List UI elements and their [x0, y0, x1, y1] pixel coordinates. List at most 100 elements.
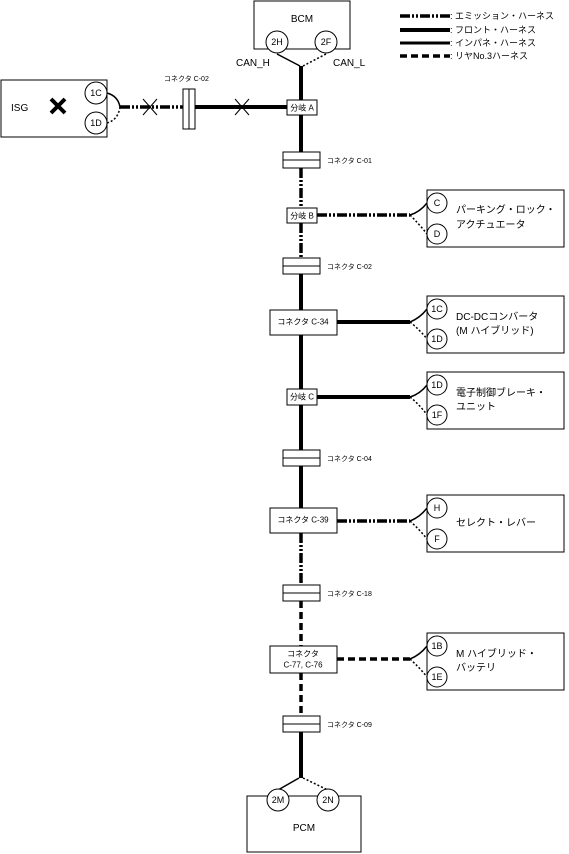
- can-l-label: CAN_L: [333, 58, 366, 69]
- brake-pin-1d: [426, 374, 448, 396]
- pcm-can-h-wire: [277, 777, 300, 791]
- isg-pin-1d-label: 1D: [90, 118, 102, 128]
- tap-a-box: [286, 99, 318, 116]
- select-label-line1: セレクト・レバー: [456, 517, 536, 529]
- parking-label-line2: アクチュエータ: [456, 219, 526, 231]
- connector-c02-top: [282, 257, 321, 267]
- legend-emission-label: : エミッション・ハーネス: [450, 11, 554, 21]
- dcdc-converter: 1C 1D DC-DCコンバータ (M ハイブリッド): [426, 295, 565, 354]
- pcm-can-l-wire: [302, 777, 329, 791]
- isg-connector-right: [188, 88, 196, 130]
- legend-front-label: : フロント・ハーネス: [450, 25, 536, 35]
- connector-c09-bottom: [282, 723, 321, 733]
- connector-c04-top: [282, 449, 321, 459]
- connector-c04: コネクタ C-04: [282, 449, 372, 467]
- tap-b: 分岐 B: [286, 202, 428, 235]
- pcm-pin-2n: [316, 788, 340, 812]
- brake-wire-1f: [409, 396, 428, 416]
- bcm-pin-2h-label: 2H: [271, 37, 283, 47]
- isg-fault-x-icon: [49, 97, 67, 115]
- dcdc-pin-1d-label: 1D: [431, 334, 443, 344]
- legend: : エミッション・ハーネス : フロント・ハーネス : インパネ・ハーネス : …: [400, 11, 554, 61]
- connector-c04-label: コネクタ C-04: [327, 454, 372, 463]
- connector-c18-top: [282, 584, 321, 594]
- battery-label-line1: M ハイブリッド・: [456, 647, 537, 660]
- select-pin-f: [426, 528, 448, 550]
- connector-c34-box: [269, 309, 338, 336]
- battery-pin-1b: [426, 635, 448, 657]
- connector-c77-label-line1: コネクタ: [287, 650, 319, 659]
- select-lever-box: [426, 494, 565, 553]
- connector-c02-bottom: [282, 265, 321, 275]
- connector-c34-label: コネクタ C-34: [277, 318, 329, 327]
- main-bus: [276, 53, 329, 791]
- dcdc-label-line2: (M ハイブリッド): [456, 324, 534, 337]
- select-pin-h-label: H: [434, 503, 441, 513]
- tap-c-label: 分岐 C: [290, 392, 314, 402]
- bcm-pin-2h: [265, 30, 289, 54]
- isg-label: ISG: [11, 103, 28, 114]
- parking-lock-actuator: C D パーキング・ロック・ アクチュエータ: [426, 189, 565, 248]
- dcdc-wire-1c: [409, 308, 428, 323]
- connector-c39-label: コネクタ C-39: [277, 516, 329, 525]
- legend-rear-label: : リヤNo.3ハーネス: [450, 51, 528, 61]
- brake-pin-1d-label: 1D: [431, 380, 443, 390]
- hybrid-battery-box: [426, 632, 565, 691]
- connector-c01-top: [282, 151, 321, 161]
- connector-c02-label: コネクタ C-02: [327, 262, 372, 271]
- tap-a: 分岐 A: [286, 99, 318, 116]
- isg-open-circuit-x-icon-1: [142, 98, 158, 116]
- pcm-box: [246, 795, 362, 853]
- brake-label-line2: ユニット: [456, 402, 496, 413]
- connector-c09: コネクタ C-09: [282, 715, 372, 733]
- battery-wire-1b: [409, 645, 428, 660]
- connector-c77-label-line2: C-77, C-76: [283, 661, 323, 670]
- parking-label-line1: パーキング・ロック・: [456, 203, 556, 216]
- connector-c39: コネクタ C-39: [269, 507, 428, 540]
- select-wire-h: [409, 507, 428, 522]
- parking-pin-c-label: C: [434, 198, 441, 208]
- parking-wire-d: [409, 214, 428, 235]
- isg-pin-1c-label: 1C: [90, 88, 102, 98]
- isg-open-circuit-x-icon-2: [234, 98, 250, 116]
- legend-inpane-label: : インパネ・ハーネス: [450, 38, 536, 48]
- brake-pin-1f-label: 1F: [432, 410, 443, 420]
- parking-pin-c: [426, 192, 448, 214]
- battery-pin-1e-label: 1E: [431, 672, 442, 682]
- dcdc-label-line1: DC-DCコンバータ: [456, 311, 538, 323]
- dcdc-box: [426, 295, 565, 354]
- select-wire-f: [409, 520, 428, 540]
- parking-wire-c: [409, 202, 428, 216]
- isg-wire-1c: [106, 92, 121, 108]
- connector-c04-bottom: [282, 457, 321, 467]
- pcm-pin-2m-label: 2M: [272, 795, 285, 805]
- battery-pin-1e: [426, 666, 448, 688]
- dcdc-wire-1d: [409, 321, 428, 340]
- bcm-label: BCM: [291, 14, 313, 25]
- isg-connector-left: [182, 88, 190, 130]
- tap-a-label: 分岐 A: [290, 103, 314, 113]
- dcdc-pin-1c-label: 1C: [431, 304, 443, 314]
- tap-b-label: 分岐 B: [290, 211, 314, 221]
- connector-c09-label: コネクタ C-09: [327, 720, 372, 729]
- bcm-module: BCM 2H 2F CAN_H CAN_L: [236, 0, 366, 69]
- connector-c34: コネクタ C-34: [269, 308, 428, 340]
- connector-c09-top: [282, 715, 321, 725]
- connector-c01: コネクタ C-01: [282, 151, 372, 169]
- pcm-pin-2n-label: 2N: [322, 795, 334, 805]
- brake-label-line1: 電子制御ブレーキ・: [456, 386, 546, 399]
- isg-wire-1d: [106, 106, 121, 124]
- select-pin-f-label: F: [434, 534, 440, 544]
- parking-pin-d-label: D: [434, 229, 441, 239]
- connector-c77-box: [269, 645, 338, 674]
- parking-pin-d: [426, 223, 448, 245]
- bcm-pin-2f-label: 2F: [321, 37, 332, 47]
- brake-control-unit: 1D 1F 電子制御ブレーキ・ ユニット: [426, 371, 565, 430]
- battery-pin-1b-label: 1B: [431, 641, 442, 651]
- hybrid-battery: 1B 1E M ハイブリッド・ バッテリ: [426, 632, 565, 691]
- connector-c77-c76: コネクタ C-77, C-76: [269, 645, 428, 678]
- bcm-can-l-wire: [302, 53, 327, 67]
- battery-label-line2: バッテリ: [456, 662, 496, 674]
- connector-c02: コネクタ C-02: [282, 257, 372, 275]
- pcm-module: 2M 2N PCM: [246, 788, 362, 853]
